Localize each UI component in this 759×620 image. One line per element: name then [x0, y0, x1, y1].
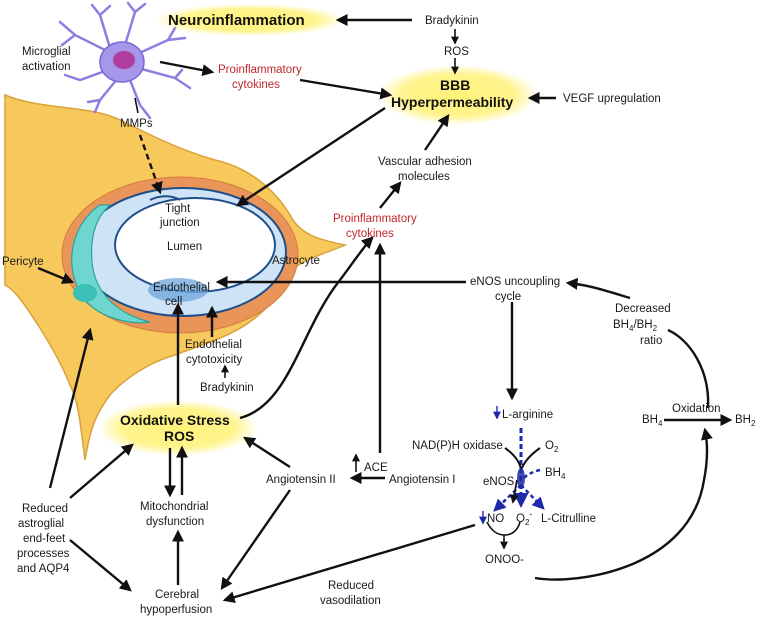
label-reduced-astro-2: astroglial [18, 518, 64, 530]
label-microglial-activation-2: activation [22, 61, 71, 73]
decrease-arrows [479, 406, 501, 525]
tight-junction-mark [149, 195, 181, 201]
label-bbb: BBB [440, 77, 470, 93]
label-junction: junction [159, 217, 200, 229]
label-enos: eNOS [483, 476, 515, 488]
label-onoo: ONOO- [485, 554, 524, 566]
label-dysfunction: dysfunction [146, 516, 204, 528]
label-reduced-astro-1: Reduced [22, 503, 68, 515]
label-reduced-astro-4: processes [17, 548, 70, 560]
label-proinflammatory-mid: Proinflammatory [333, 213, 417, 225]
label-cytotoxicity: cytotoxicity [186, 354, 242, 366]
glow-oxidative [98, 400, 258, 456]
label-l-arginine: L-arginine [502, 409, 553, 421]
label-endothelial-cell: Endothelial [153, 282, 210, 294]
enos-reaction-arrows [493, 428, 545, 512]
label-angiotensin-ii: Angiotensin II [266, 474, 336, 486]
label-bradykinin-mid: Bradykinin [200, 382, 254, 394]
microglia-cell [58, 1, 192, 120]
label-o2: O2 [545, 440, 559, 454]
connector-arrows [37, 14, 733, 603]
label-decreased: Decreased [615, 303, 671, 315]
label-reduced-astro-3: end-feet [23, 533, 66, 545]
label-bh2: BH2 [735, 414, 756, 428]
label-lumen: Lumen [167, 241, 202, 253]
label-ros-mid: ROS [164, 428, 194, 444]
label-hypoperfusion: hypoperfusion [140, 604, 212, 616]
label-angiotensin-i: Angiotensin I [389, 474, 456, 486]
label-microglial-activation: Microglial [22, 46, 71, 58]
label-bh4: BH4 [642, 414, 663, 428]
label-astrocyte: Astrocyte [272, 255, 320, 267]
label-ace: ACE [364, 462, 388, 474]
glow-neuroinflammation [155, 4, 345, 36]
label-cerebral: Cerebral [155, 589, 199, 601]
microglia-nucleus [113, 51, 135, 69]
label-enos-uncoupling: eNOS uncoupling [470, 276, 560, 288]
glow-bbb [378, 65, 538, 125]
label-bradykinin-top: Bradykinin [425, 15, 479, 27]
label-bh-ratio: BH4/BH2 [613, 319, 658, 333]
label-o2-minus: O2- [516, 509, 532, 527]
label-reduced-astro-5: and AQP4 [17, 563, 70, 575]
label-hyperpermeability: Hyperpermeability [391, 94, 513, 110]
label-oxidative-stress: Oxidative Stress [120, 412, 230, 428]
label-cytokines-mid: cytokines [346, 228, 394, 240]
label-l-citrulline: L-Citrulline [541, 513, 596, 525]
label-vascular-adhesion: Vascular adhesion [378, 156, 472, 168]
label-endothelial-cytotoxicity: Endothelial [185, 339, 242, 351]
pericyte-nucleus [73, 284, 97, 302]
label-tight: Tight [165, 203, 191, 215]
label-oxidation: Oxidation [672, 403, 721, 415]
label-bh4-enos: BH4 [545, 467, 566, 481]
label-pericyte: Pericyte [2, 256, 44, 268]
label-reduced-vaso-1: Reduced [328, 580, 374, 592]
label-vascular-adhesion-2: molecules [398, 171, 450, 183]
label-no: NO [487, 513, 504, 525]
label-ros-top: ROS [444, 46, 469, 58]
label-neuroinflammation: Neuroinflammation [168, 12, 305, 29]
label-mitochondrial: Mitochondrial [140, 501, 208, 513]
label-endothelial-cell-2: cell [165, 296, 182, 308]
label-proinflammatory-top: Proinflammatory [218, 64, 302, 76]
label-reduced-vaso-2: vasodilation [320, 595, 381, 607]
label-mmps: MMPs [120, 118, 153, 130]
label-ratio: ratio [640, 335, 662, 347]
label-nadph-oxidase: NAD(P)H oxidase [412, 440, 503, 452]
endothelial-nucleus [148, 278, 208, 302]
label-vegf: VEGF upregulation [563, 93, 661, 105]
label-cytokines-top: cytokines [232, 79, 280, 91]
label-enos-cycle: cycle [495, 291, 521, 303]
